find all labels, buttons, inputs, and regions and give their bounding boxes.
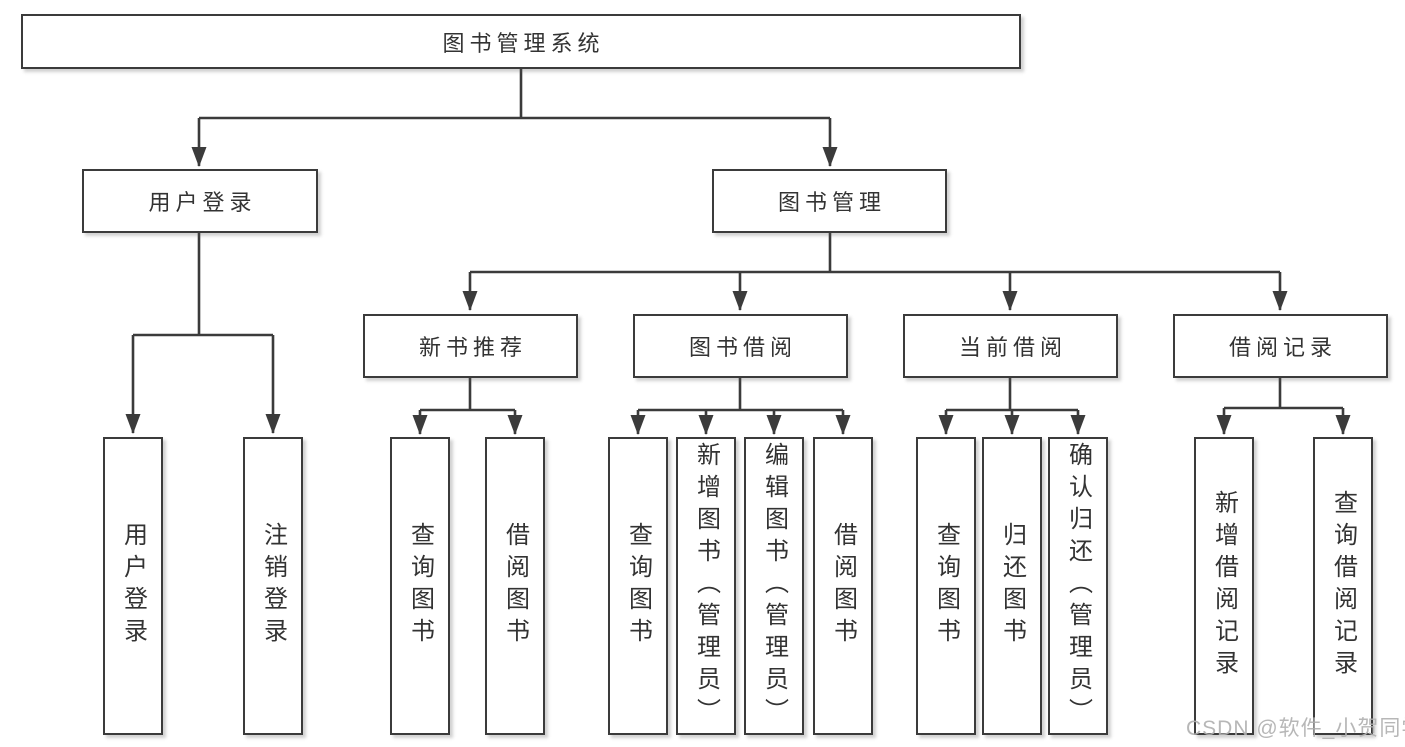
leaf-add-books-admin: 新增图书（管理员） [676,437,736,735]
leaf-query-books-2: 查询图书 [608,437,668,735]
node-book-management: 图书管理 [712,169,947,233]
node-library-management-system: 图书管理系统 [21,14,1021,69]
node-book-borrow: 图书借阅 [633,314,848,378]
leaf-return-books: 归还图书 [982,437,1042,735]
leaf-borrow-books: 借阅图书 [485,437,545,735]
leaf-query-books: 查询图书 [390,437,450,735]
node-current-borrow: 当前借阅 [903,314,1118,378]
leaf-query-books-3: 查询图书 [916,437,976,735]
leaf-user-login: 用户登录 [103,437,163,735]
csdn-watermark: CSDN @软件_小贺同学 [1186,717,1405,740]
node-user-login: 用户登录 [82,169,318,233]
leaf-edit-books-admin: 编辑图书（管理员） [744,437,804,735]
node-borrow-records: 借阅记录 [1173,314,1388,378]
leaf-confirm-return-admin: 确认归还（管理员） [1048,437,1108,735]
leaf-query-borrow-record: 查询借阅记录 [1313,437,1373,735]
leaf-borrow-books-2: 借阅图书 [813,437,873,735]
node-new-book-recommend: 新书推荐 [363,314,578,378]
leaf-logout: 注销登录 [243,437,303,735]
leaf-add-borrow-record: 新增借阅记录 [1194,437,1254,735]
